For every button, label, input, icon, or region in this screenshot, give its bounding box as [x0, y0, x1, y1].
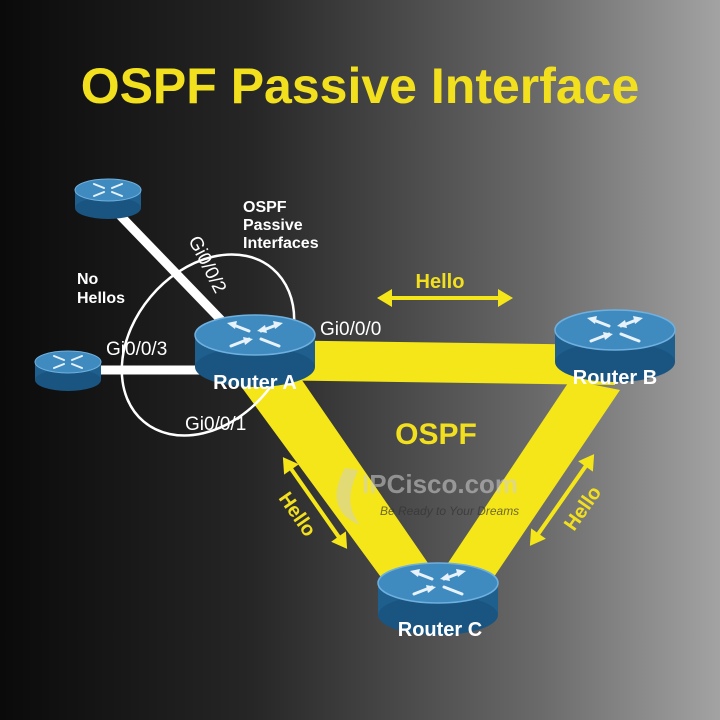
passive-label-line-3: Interfaces — [243, 235, 319, 252]
arrow-icon — [282, 457, 348, 549]
interface-gi0-0-1: Gi0/0/1 — [185, 414, 246, 435]
hello-label-top: Hello — [416, 271, 465, 293]
no-hellos-line-2: Hellos — [77, 290, 125, 307]
watermark: IPCisco.com Be Ready to Your Dreams — [336, 468, 519, 525]
router-b-label: Router B — [573, 367, 657, 389]
watermark-flame-icon — [336, 468, 360, 525]
interface-gi0-0-0: Gi0/0/0 — [320, 319, 381, 340]
watermark-brand: IPCisco.com — [362, 469, 518, 499]
passive-label-line-2: Passive — [243, 217, 303, 234]
watermark-tagline: Be Ready to Your Dreams — [380, 504, 519, 518]
ospf-link-b-c — [430, 380, 620, 605]
arrow-icon — [377, 289, 513, 307]
ospf-center-label: OSPF — [395, 418, 477, 451]
page-title: OSPF Passive Interface — [81, 58, 640, 114]
router-icon — [34, 350, 102, 392]
router-c-label: Router C — [398, 619, 482, 641]
router-a-label: Router A — [213, 372, 297, 394]
arrow-icon — [529, 454, 595, 546]
passive-label-line-1: OSPF — [243, 199, 287, 216]
passive-interfaces-ellipse — [120, 253, 296, 437]
ospf-link-a-b — [255, 340, 615, 385]
router-icon — [74, 178, 142, 220]
interface-gi0-0-3: Gi0/0/3 — [106, 339, 167, 360]
no-hellos-line-1: No — [77, 271, 99, 288]
passive-interfaces-label: OSPF Passive Interfaces — [243, 199, 319, 252]
hello-label-left: Hello — [274, 488, 320, 541]
